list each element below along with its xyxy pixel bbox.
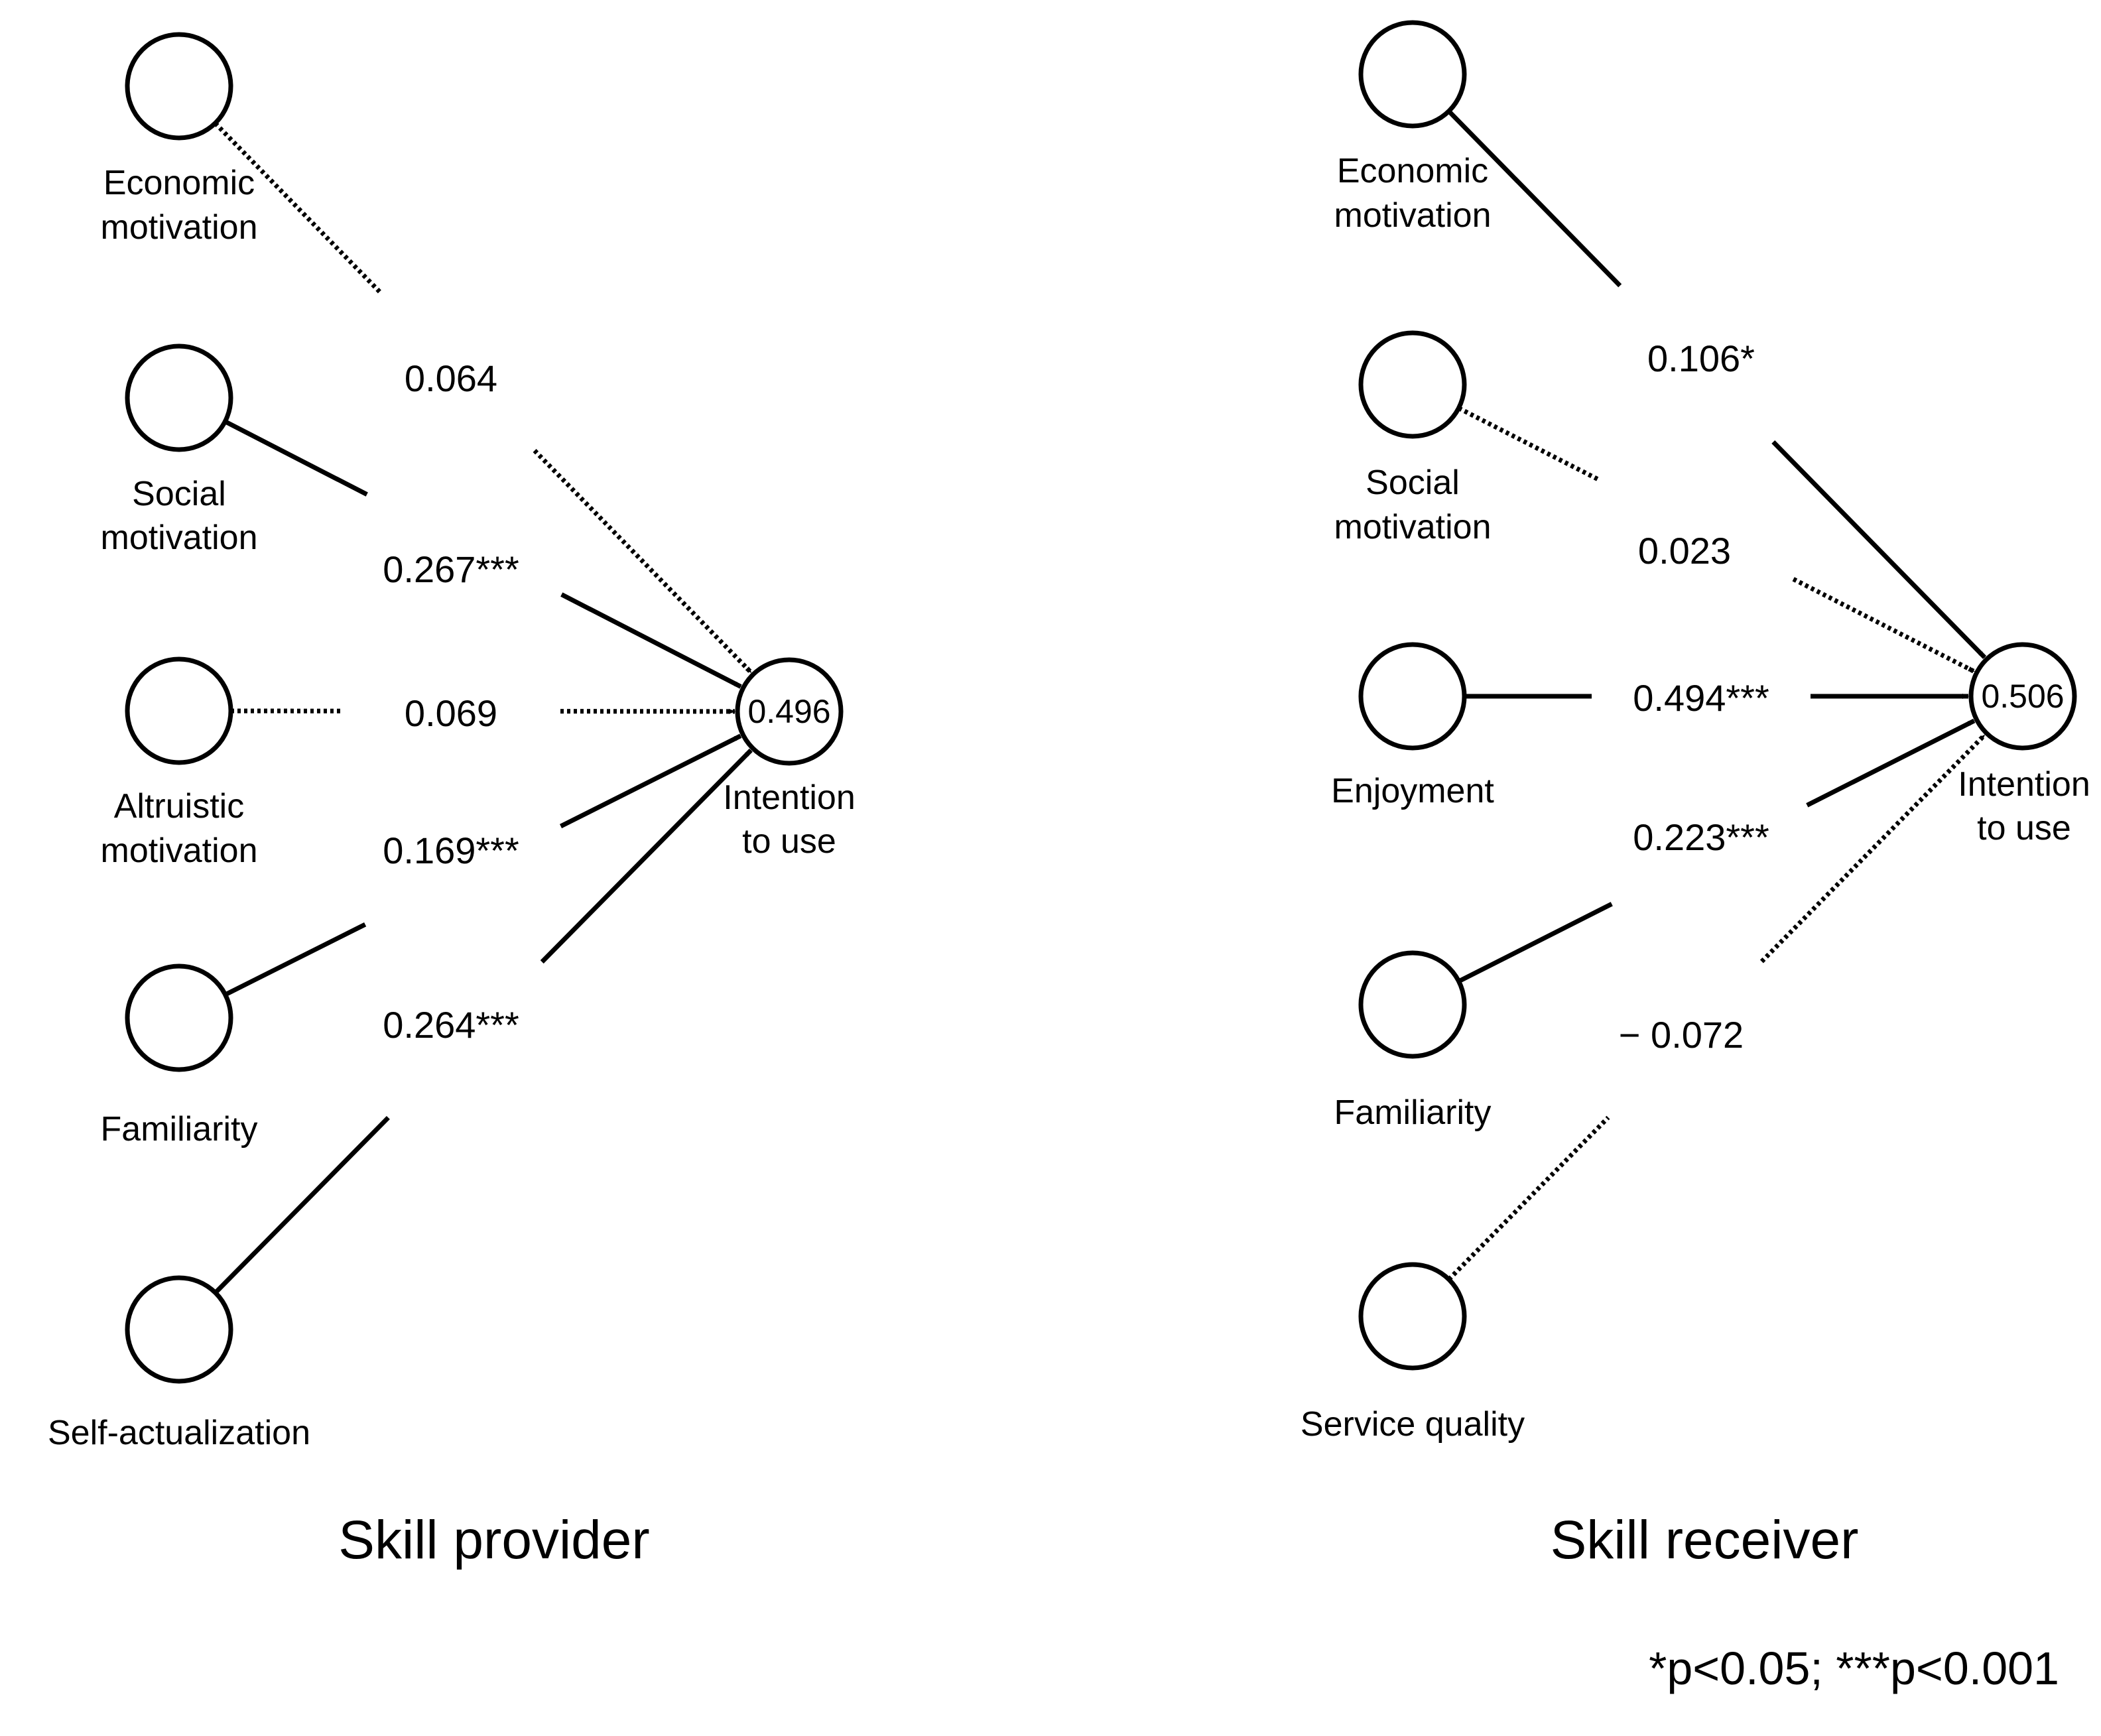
construct-node-skill-provider-economic-motivation	[125, 32, 233, 141]
construct-label-skill-provider-altruistic-motivation: Altruistic	[114, 787, 244, 826]
construct-label-skill-provider-self-actualization: Self-actualization	[48, 1414, 310, 1452]
outcome-r-squared-skill-receiver: 0.506	[1981, 678, 2064, 715]
outcome-node-skill-receiver	[1968, 642, 2077, 751]
path-coefficient-skill-provider-economic-motivation: 0.064	[405, 357, 497, 399]
panel-title-skill-receiver: Skill receiver	[1551, 1510, 1859, 1570]
construct-label-skill-provider-social-motivation: motivation	[101, 519, 258, 557]
construct-label-skill-receiver-service-quality: Service quality	[1301, 1405, 1525, 1444]
construct-node-skill-receiver-service-quality	[1358, 1262, 1467, 1371]
construct-node-skill-receiver-social-motivation	[1358, 330, 1467, 439]
path-edge-skill-provider-social-motivation	[223, 419, 368, 497]
path-coefficient-skill-provider-self-actualization: 0.264***	[383, 1004, 519, 1046]
construct-node-skill-provider-social-motivation	[125, 343, 233, 452]
construct-label-skill-receiver-social-motivation: Social	[1366, 464, 1460, 502]
significance-footnote: *p<0.05; ***p<0.001	[1649, 1643, 2059, 1694]
path-coefficient-skill-receiver-social-motivation: 0.023	[1638, 530, 1731, 572]
construct-label-skill-receiver-economic-motivation: motivation	[1334, 196, 1492, 235]
path-arrow-skill-provider-self-actualization	[540, 748, 753, 964]
path-edge-skill-provider-self-actualization	[214, 1116, 390, 1294]
construct-label-skill-provider-economic-motivation: Economic	[103, 164, 255, 202]
path-coefficient-skill-provider-altruistic-motivation: 0.069	[405, 692, 497, 734]
path-arrow-skill-receiver-economic-motivation	[1771, 440, 1987, 659]
construct-node-skill-receiver-familiarity	[1358, 950, 1467, 1059]
path-edge-skill-receiver-service-quality	[1447, 1115, 1610, 1281]
path-edge-skill-receiver-familiarity	[1458, 902, 1613, 983]
path-arrow-skill-receiver-service-quality	[1759, 733, 1986, 963]
path-arrow-skill-provider-social-motivation	[560, 592, 742, 689]
path-edge-skill-provider-familiarity	[224, 922, 367, 997]
construct-label-skill-receiver-economic-motivation: Economic	[1337, 152, 1488, 190]
path-edge-skill-receiver-social-motivation	[1457, 406, 1600, 482]
construct-label-skill-provider-social-motivation: Social	[132, 475, 226, 513]
path-edge-skill-receiver-economic-motivation	[1447, 109, 1622, 288]
panel-title-skill-provider: Skill provider	[338, 1510, 649, 1570]
path-coefficient-skill-receiver-familiarity: 0.223***	[1633, 816, 1769, 858]
path-arrow-skill-provider-economic-motivation	[533, 449, 753, 674]
outcome-r-squared-skill-provider: 0.496	[747, 693, 830, 730]
path-arrow-skill-provider-familiarity	[559, 733, 742, 829]
construct-label-skill-provider-economic-motivation: motivation	[101, 208, 258, 247]
path-coefficient-skill-receiver-enjoyment: 0.494***	[1633, 677, 1769, 719]
construct-node-skill-receiver-economic-motivation	[1358, 20, 1467, 129]
path-arrow-skill-receiver-social-motivation	[1792, 577, 1976, 674]
outcome-node-skill-provider	[735, 657, 844, 766]
path-coefficient-skill-receiver-service-quality: − 0.072	[1619, 1014, 1744, 1056]
path-coefficient-skill-provider-familiarity: 0.169***	[383, 830, 519, 871]
outcome-label-skill-receiver: Intention	[1958, 765, 2090, 804]
construct-node-skill-receiver-enjoyment	[1358, 642, 1467, 751]
outcome-label-skill-provider: to use	[742, 822, 836, 861]
path-coefficient-skill-provider-social-motivation: 0.267***	[383, 548, 519, 590]
path-coefficient-skill-receiver-economic-motivation: 0.106*	[1647, 338, 1755, 379]
construct-node-skill-provider-self-actualization	[125, 1275, 233, 1384]
construct-label-skill-receiver-familiarity: Familiarity	[1334, 1093, 1492, 1132]
construct-node-skill-provider-altruistic-motivation	[125, 656, 233, 765]
construct-label-skill-provider-familiarity: Familiarity	[101, 1110, 258, 1148]
construct-label-skill-provider-altruistic-motivation: motivation	[101, 832, 258, 870]
outcome-label-skill-receiver: to use	[1977, 809, 2071, 847]
construct-node-skill-provider-familiarity	[125, 963, 233, 1072]
outcome-label-skill-provider: Intention	[723, 778, 856, 817]
construct-label-skill-receiver-enjoyment: Enjoyment	[1331, 772, 1494, 810]
path-arrow-skill-receiver-familiarity	[1806, 718, 1976, 808]
construct-label-skill-receiver-social-motivation: motivation	[1334, 508, 1492, 546]
